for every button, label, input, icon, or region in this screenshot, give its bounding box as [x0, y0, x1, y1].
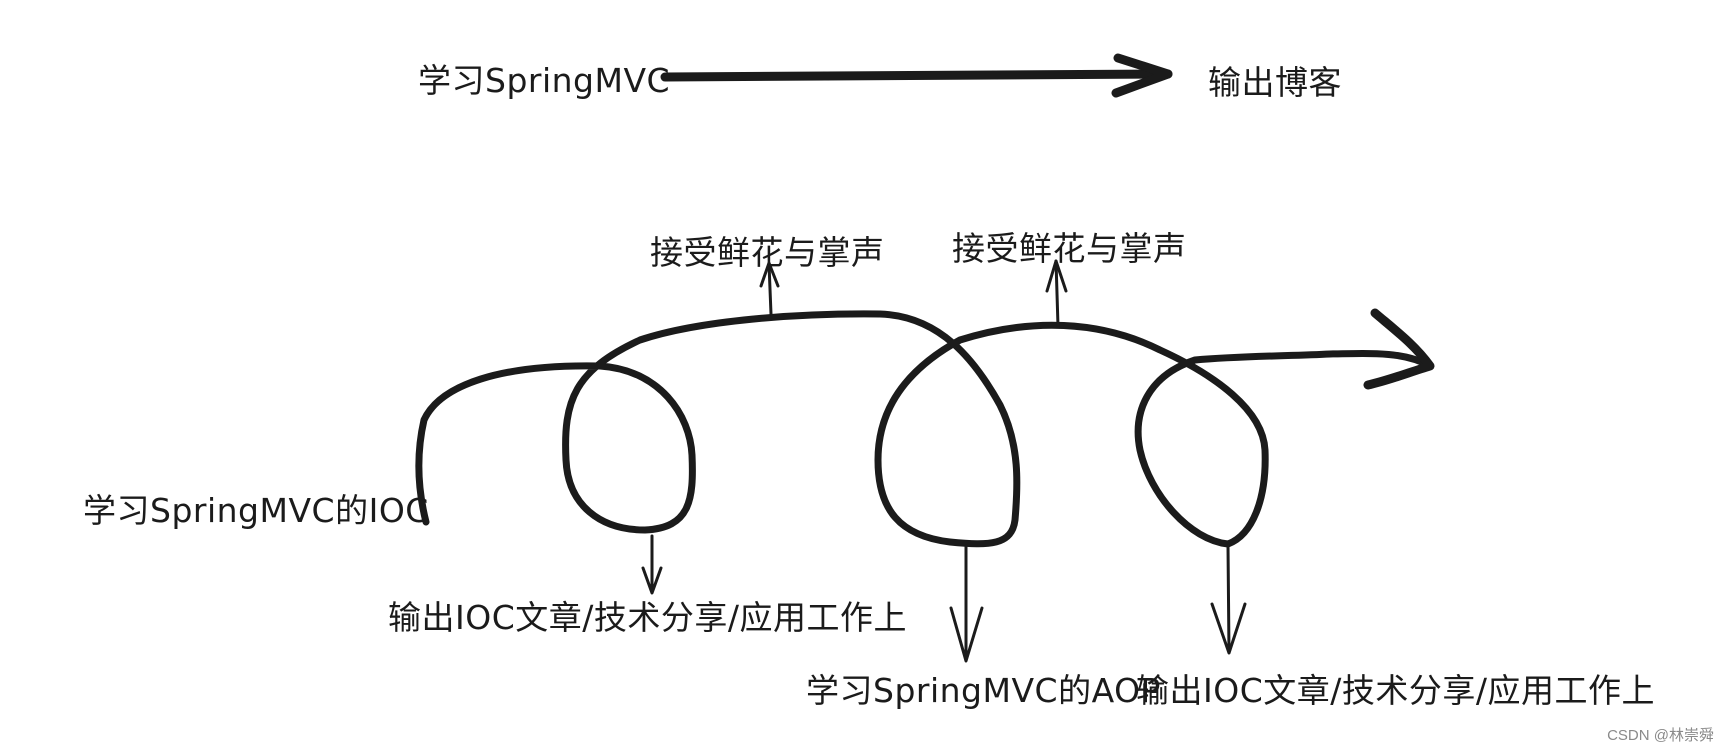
output-arrow-3-shaft [1226, 544, 1231, 654]
output-arrow-2 [949, 544, 984, 663]
spiral-start-label: 学习SpringMVC的IOC [83, 491, 429, 530]
output-arrow-3 [1210, 544, 1247, 655]
output-arrow-1-head [641, 566, 663, 595]
output-label-2: 输出IOC文章/技术分享/应用工作上 [1136, 671, 1655, 710]
output-label-1: 输出IOC文章/技术分享/应用工作上 [388, 598, 907, 637]
feedback-arrow-2 [1045, 259, 1068, 328]
learn-aop-label: 学习SpringMVC的AOP [806, 671, 1161, 710]
feedback-arrow-1 [759, 261, 780, 316]
output-arrow-3-head [1210, 602, 1247, 655]
feedback-arrow-2-head [1045, 259, 1068, 293]
spiral-curve [415, 308, 1435, 548]
top-arrow [660, 53, 1173, 98]
watermark: CSDN @林崇舜 [1607, 727, 1714, 744]
feedback-label-2: 接受鲜花与掌声 [952, 229, 1187, 268]
spiral-arrow-head [1363, 308, 1435, 390]
top-arrow-head [1111, 53, 1173, 98]
feedback-arrow-1-head [759, 261, 780, 288]
spiral-path [415, 310, 1434, 548]
top-arrow-shaft [660, 69, 1173, 82]
top-start-label: 学习SpringMVC [418, 61, 671, 100]
feedback-arrow-1-shaft [767, 262, 773, 316]
feedback-arrow-2-shaft [1054, 259, 1060, 328]
top-end-label: 输出博客 [1208, 63, 1342, 102]
output-arrow-1 [641, 534, 663, 595]
output-arrow-2-head [949, 606, 984, 663]
feedback-label-1: 接受鲜花与掌声 [650, 233, 885, 272]
